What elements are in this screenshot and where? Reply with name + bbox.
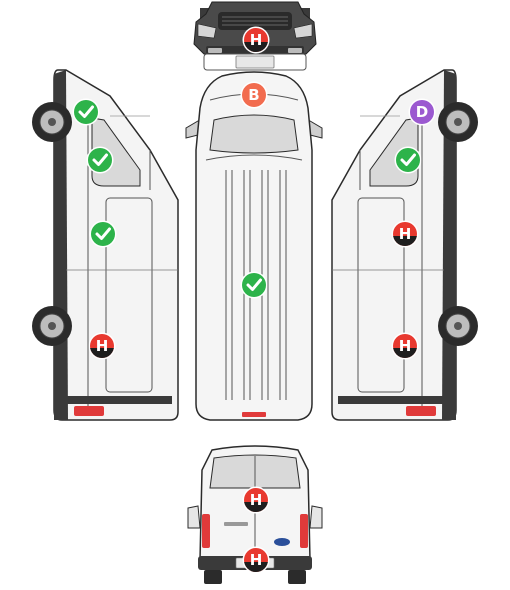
marker-right-rear-panel[interactable]: H xyxy=(391,332,419,361)
marker-right-mirror[interactable]: D xyxy=(408,98,436,126)
marker-lower-band xyxy=(244,42,268,52)
marker-left-mirror[interactable] xyxy=(72,98,100,126)
rear-mirror-left xyxy=(187,505,201,529)
right-front-wheel xyxy=(438,102,478,142)
right-sliding-door xyxy=(357,197,405,393)
top-rear-light xyxy=(242,412,266,417)
check-icon xyxy=(92,153,108,166)
marker-roof-center[interactable] xyxy=(240,271,268,299)
marker-lower-band xyxy=(244,562,268,572)
marker-disc xyxy=(88,148,112,172)
right-rear-wheel xyxy=(438,306,478,346)
marker-lower-band xyxy=(90,348,114,358)
markers-layer: H B H D H H H H xyxy=(72,26,436,575)
left-body xyxy=(53,69,179,421)
left-rear-wheel xyxy=(32,306,72,346)
marker-rear-bumper[interactable]: H xyxy=(242,546,270,575)
rear-wheel-right xyxy=(288,570,306,584)
h-badge-icon: H xyxy=(399,225,412,243)
left-tail-light xyxy=(74,406,104,416)
top-view xyxy=(185,71,323,421)
check-icon xyxy=(78,105,94,118)
marker-disc xyxy=(91,222,115,246)
front-fog-left xyxy=(208,48,222,53)
d-badge-icon: D xyxy=(416,103,428,121)
rear-wheel-left xyxy=(204,570,222,584)
left-front-wheel xyxy=(32,102,72,142)
marker-left-front-door[interactable] xyxy=(86,146,114,174)
h-badge-icon: H xyxy=(399,337,412,355)
marker-lower-band xyxy=(393,236,417,246)
front-fog-right xyxy=(288,48,302,53)
marker-disc xyxy=(396,148,420,172)
top-body xyxy=(195,71,313,421)
marker-front-bumper[interactable]: H xyxy=(242,26,270,55)
front-headlight-left xyxy=(197,23,217,39)
h-badge-icon: H xyxy=(96,337,109,355)
front-plate xyxy=(235,55,275,69)
marker-left-rear-panel[interactable]: H xyxy=(88,332,116,361)
front-grille-lines xyxy=(222,16,288,26)
left-step xyxy=(64,396,172,404)
check-icon xyxy=(246,278,262,291)
marker-right-front-door[interactable] xyxy=(394,146,422,174)
front-view xyxy=(193,1,317,71)
marker-rear-door[interactable]: H xyxy=(242,486,270,515)
front-lower-valance xyxy=(203,53,307,71)
left-side-view xyxy=(32,69,179,421)
marker-disc xyxy=(242,83,266,107)
top-windshield xyxy=(209,114,299,154)
rear-light-left xyxy=(202,514,210,548)
left-door-line xyxy=(87,100,151,416)
marker-disc xyxy=(410,100,434,124)
marker-left-side-panel[interactable] xyxy=(89,220,117,248)
top-cab-roof-line xyxy=(205,154,303,161)
marker-disc xyxy=(242,273,266,297)
right-side-view xyxy=(331,69,478,421)
rear-logo xyxy=(274,538,290,546)
b-badge-icon: B xyxy=(248,86,259,104)
rear-light-right xyxy=(300,514,308,548)
marker-lower-band xyxy=(244,502,268,512)
right-door-line xyxy=(359,100,423,416)
right-body xyxy=(331,69,457,421)
left-sliding-door xyxy=(105,197,153,393)
check-icon xyxy=(400,153,416,166)
marker-disc xyxy=(74,100,98,124)
rear-mirror-right xyxy=(309,505,323,529)
marker-lower-band xyxy=(393,348,417,358)
h-badge-icon: H xyxy=(250,491,263,509)
h-badge-icon: H xyxy=(250,31,263,49)
h-badge-icon: H xyxy=(250,551,263,569)
right-tail-light xyxy=(406,406,436,416)
marker-roof-front[interactable]: B xyxy=(240,81,268,109)
right-step xyxy=(338,396,446,404)
rear-brand-badge xyxy=(224,522,248,526)
front-headlight-right xyxy=(293,23,313,39)
check-icon xyxy=(95,227,111,240)
marker-right-side-panel[interactable]: H xyxy=(391,220,419,249)
